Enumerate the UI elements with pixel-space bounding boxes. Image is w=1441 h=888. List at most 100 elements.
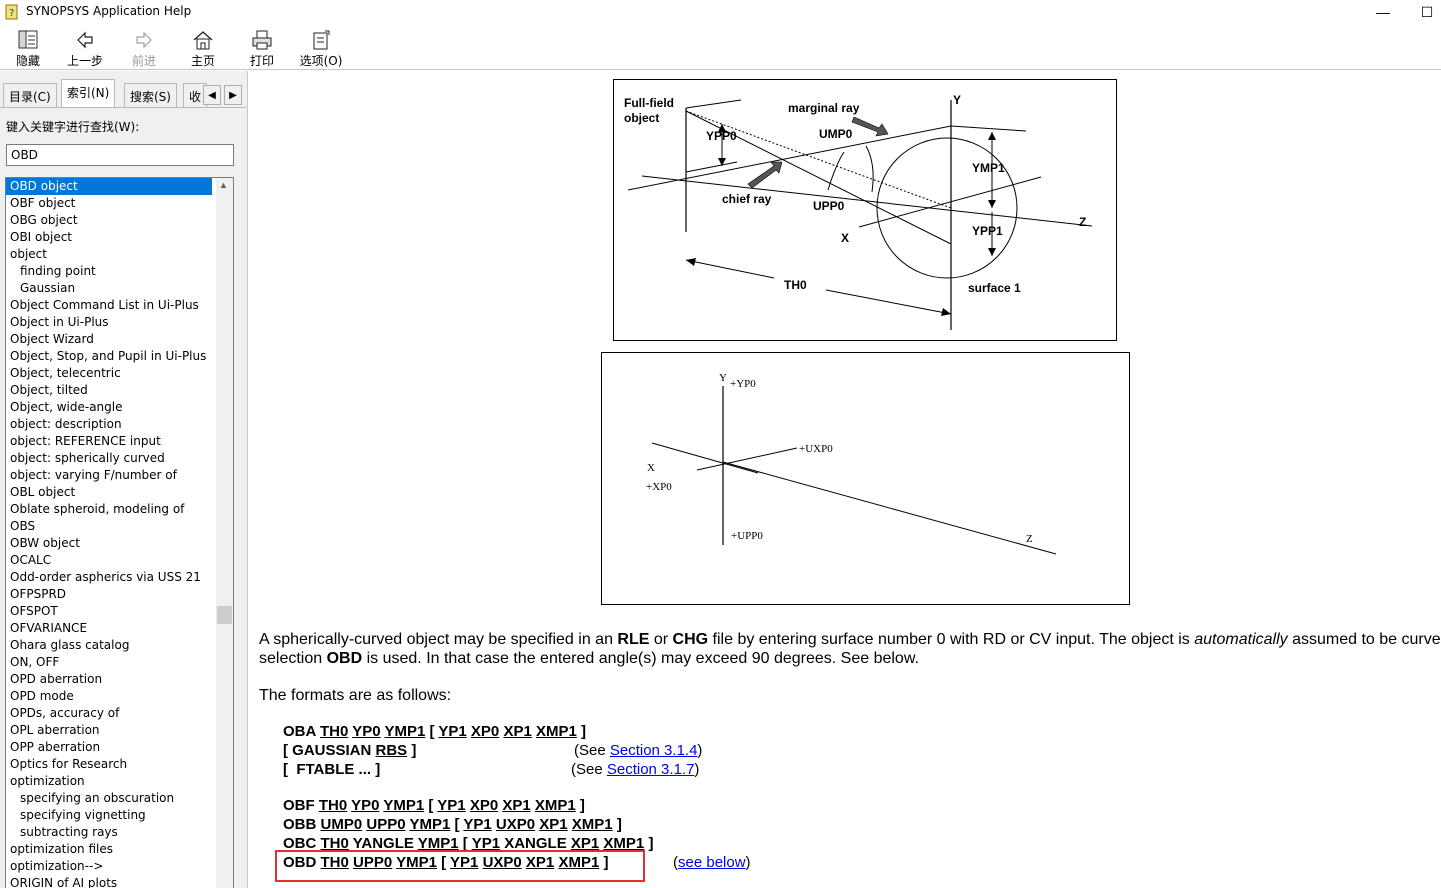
label-th0: TH0 [784, 278, 807, 292]
tab-contents[interactable]: 目录(C) [3, 83, 57, 107]
keyword-list-item[interactable]: OFSPOT [10, 604, 58, 618]
label-xp0: +XP0 [646, 481, 672, 493]
home-button[interactable]: 主页 [175, 27, 231, 68]
tab-index[interactable]: 索引(N) [61, 79, 116, 107]
paragraph-line-2: selection OBD is used. In that case the … [259, 650, 919, 667]
hide-icon [18, 30, 38, 49]
keyword-list-item[interactable]: object: varying F/number of [10, 468, 177, 482]
keyword-list-item[interactable]: Odd-order aspherics via USS 21 [10, 570, 201, 584]
printer-icon [252, 30, 272, 50]
format-ftable: [ FTABLE ... ] [283, 761, 381, 778]
keyword-list-item[interactable]: Object in Ui-Plus [10, 315, 109, 329]
format-obc: OBC TH0 YANGLE YMP1 [ YP1 XANGLE XP1 XMP… [283, 835, 654, 852]
keyword-list-item[interactable]: object: description [10, 417, 122, 431]
keyword-list-item[interactable]: OBS [10, 519, 36, 533]
nav-tabs: 目录(C) 索引(N) 搜索(S) 收 ◀ ▶ [0, 79, 248, 107]
keyword-list-item[interactable]: specifying vignetting [20, 808, 146, 822]
obd-highlight-box [275, 850, 645, 882]
keyword-list-item[interactable]: OPP aberration [10, 740, 101, 754]
keyword-list-item[interactable]: Object, telecentric [10, 366, 121, 380]
label-marginal-ray: marginal ray [788, 101, 860, 115]
hide-label: 隐藏 [15, 54, 40, 68]
keyword-list-item[interactable]: Object Command List in Ui-Plus [10, 298, 199, 312]
see-section-317: (See Section 3.1.7) [571, 761, 700, 778]
keyword-list-item[interactable]: OPD mode [10, 689, 74, 703]
label-ump0: UMP0 [819, 127, 853, 141]
label-z-axis: Z [1079, 215, 1086, 229]
keyword-list-item[interactable]: Object Wizard [10, 332, 94, 346]
see-below-link[interactable]: see below [678, 854, 746, 871]
topic-content: Full-field object marginal ray Y YPP0 UM… [249, 71, 1441, 888]
keyword-list-item[interactable]: OBG object [10, 213, 78, 227]
keyword-list-item[interactable]: Optics for Research [10, 757, 128, 771]
keyword-list-item[interactable]: ORIGIN of AI plots [10, 876, 118, 888]
tab-scroll-right-button[interactable]: ▶ [224, 85, 242, 105]
home-label: 主页 [190, 54, 215, 68]
keyword-list-item[interactable]: OFPSPRD [10, 587, 67, 601]
keyword-input[interactable] [6, 144, 234, 166]
hide-button[interactable]: 隐藏 [0, 27, 56, 68]
keyword-list-item[interactable]: OPDs, accuracy of [10, 706, 120, 720]
keyword-list-scrollbar[interactable]: ▲ [216, 178, 233, 888]
keyword-list-item[interactable]: Ohara glass catalog [10, 638, 130, 652]
label-y: Y [719, 372, 727, 384]
keyword-list-item[interactable]: OBF object [10, 196, 76, 210]
keyword-list-item[interactable]: finding point [20, 264, 96, 278]
paragraph-line-1: A spherically-curved object may be speci… [259, 631, 1441, 648]
keyword-list-item[interactable]: optimization files [10, 842, 114, 856]
maximize-button[interactable]: ☐ [1404, 0, 1441, 24]
keyword-list-item[interactable]: specifying an obscuration [20, 791, 175, 805]
forward-label: 前进 [131, 54, 156, 68]
label-ypp0: YPP0 [706, 129, 737, 143]
coordinate-diagram-figure: Y +YP0 +UXP0 X +XP0 +UPP0 Z [601, 352, 1130, 605]
forward-button[interactable]: 前进 [116, 27, 172, 68]
keyword-list-item[interactable]: optimization--> [10, 859, 104, 873]
keyword-list-item[interactable]: optimization [10, 774, 85, 788]
options-label: 选项(O) [299, 54, 343, 68]
keyword-list-item[interactable]: OPD aberration [10, 672, 103, 686]
keyword-list-item[interactable]: OBL object [10, 485, 76, 499]
keyword-list-item[interactable]: object [10, 247, 47, 261]
section-3-1-7-link[interactable]: Section 3.1.7 [606, 761, 695, 778]
label-chief-ray: chief ray [722, 192, 772, 206]
format-obd: OBD TH0 UPP0 YMP1 [ YP1 UXP0 XP1 XMP1 ] [283, 854, 609, 871]
options-button[interactable]: 选项(O) [293, 27, 349, 68]
section-3-1-4-link[interactable]: Section 3.1.4 [609, 742, 698, 759]
tab-scroll-left-button[interactable]: ◀ [203, 85, 221, 105]
back-label: 上一步 [66, 54, 103, 68]
tab-search[interactable]: 搜索(S) [124, 83, 177, 107]
keyword-list-item[interactable]: OFVARIANCE [10, 621, 88, 635]
help-app-icon: ? [5, 4, 18, 20]
label-full-field: Full-field [624, 96, 674, 110]
label-ymp1: YMP1 [972, 161, 1005, 175]
scrollbar-thumb[interactable] [217, 606, 232, 624]
ray-diagram-figure: Full-field object marginal ray Y YPP0 UM… [613, 79, 1117, 341]
chevron-right-icon: ▶ [229, 89, 237, 101]
back-button[interactable]: 上一步 [57, 27, 113, 68]
label-object: object [624, 111, 659, 125]
keyword-list-item[interactable]: object: spherically curved [10, 451, 165, 465]
keyword-list-item[interactable]: Gaussian [20, 281, 76, 295]
keyword-list-item[interactable]: OBW object [10, 536, 80, 550]
label-ypp1: YPP1 [972, 224, 1003, 238]
back-arrow-icon [77, 31, 93, 49]
keyword-list-item[interactable]: OCALC [10, 553, 52, 567]
keyword-list-item[interactable]: Object, tilted [10, 383, 88, 397]
print-button[interactable]: 打印 [234, 27, 290, 68]
scroll-up-icon[interactable]: ▲ [219, 180, 228, 190]
keyword-list-item[interactable]: ON, OFF [10, 655, 60, 669]
format-obb: OBB UMP0 UPP0 YMP1 [ YP1 UXP0 XP1 XMP1 ] [283, 816, 622, 833]
home-icon [193, 31, 213, 50]
toolbar: 隐藏 上一步 前进 主页 打印 选项(O) [0, 24, 1441, 70]
keyword-list-item[interactable]: OPL aberration [10, 723, 100, 737]
keyword-list-item[interactable]: object: REFERENCE input [10, 434, 161, 448]
keyword-list-item[interactable]: Object, wide-angle [10, 400, 123, 414]
keyword-list-item[interactable]: Oblate spheroid, modeling of [10, 502, 185, 516]
keyword-list-item[interactable]: OBI object [10, 230, 73, 244]
minimize-button[interactable]: — [1360, 0, 1406, 24]
keyword-list-item[interactable]: Object, Stop, and Pupil in Ui-Plus [10, 349, 207, 363]
keyword-list-item[interactable]: subtracting rays [20, 825, 118, 839]
keyword-list-item[interactable]: OBD object [6, 178, 212, 195]
